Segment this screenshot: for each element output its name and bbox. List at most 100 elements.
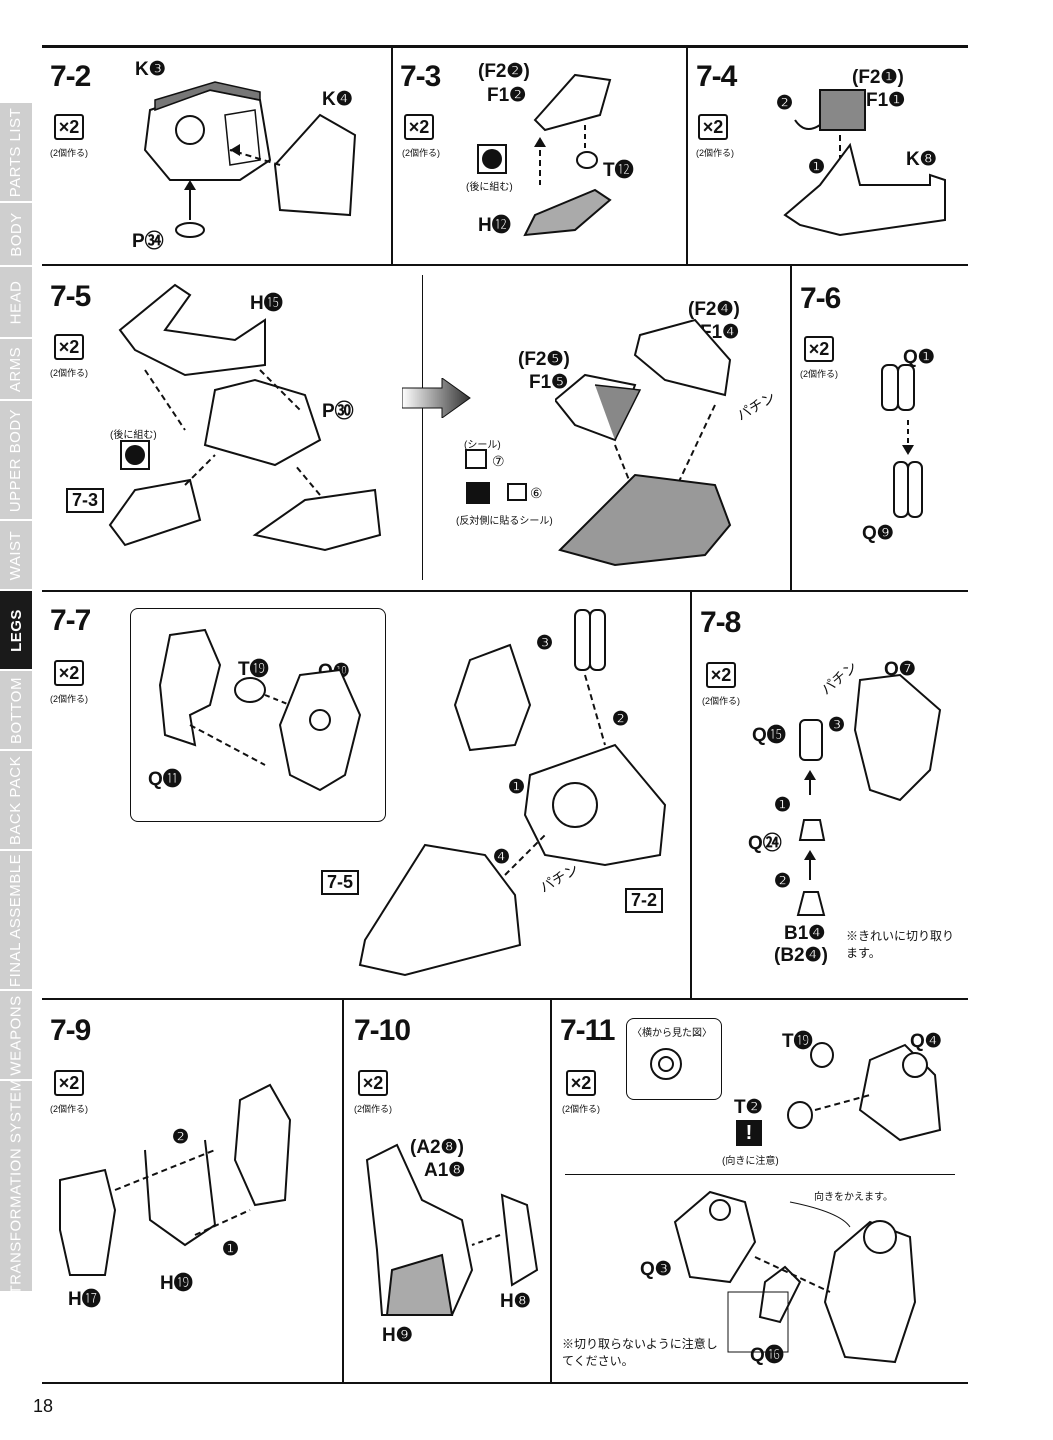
section-tab-bottom[interactable]: BOTTOM: [0, 671, 32, 751]
section-tab-body[interactable]: BODY: [0, 203, 32, 267]
next-step-arrow: [402, 378, 471, 418]
section-tab-back-pack[interactable]: BACK PACK: [0, 751, 32, 851]
multiplier-note: (2個作る): [50, 368, 88, 378]
divider: [391, 46, 393, 266]
multiplier-badge: ×2: [706, 662, 736, 688]
callout-number: ❷: [172, 1127, 190, 1148]
section-tab-arms[interactable]: ARMS: [0, 339, 32, 401]
part-label: T⓬: [603, 160, 634, 181]
multiplier-badge: ×2: [804, 336, 834, 362]
later-assembly-note: (後に組む): [466, 182, 513, 193]
callout-number: ❹: [493, 847, 511, 868]
divider: [686, 46, 688, 266]
page-number: 18: [33, 1396, 54, 1416]
callout-number: ❶: [808, 157, 826, 178]
part-label: F1❷: [487, 85, 527, 106]
side-view-box: [626, 1018, 722, 1100]
part-label: (F2❷): [478, 61, 530, 82]
part-label: H❾: [382, 1325, 413, 1346]
part-label: (F2❺): [518, 349, 570, 370]
section-tab-label: PARTS LIST: [7, 107, 25, 197]
caution-icon: !: [736, 1120, 762, 1146]
section-tab-label: BOTTOM: [7, 676, 25, 744]
top-rule: [42, 45, 968, 48]
step-title: 7-8: [700, 606, 741, 639]
sticker-number: ⑥: [530, 485, 543, 501]
multiplier-badge: ×2: [54, 334, 84, 360]
part-label: B1❹: [784, 923, 826, 944]
callout-number: ❶: [508, 777, 526, 798]
bottom-rule: [42, 1382, 968, 1384]
multiplier-badge: ×2: [54, 114, 84, 140]
section-tab-parts-list[interactable]: PARTS LIST: [0, 103, 32, 203]
detail-box: [130, 608, 386, 822]
later-assembly-icon: [477, 144, 507, 174]
part-illustration: [796, 673, 942, 916]
side-view-icon: [650, 1048, 682, 1080]
part-label: Q⓰: [750, 1345, 784, 1366]
row1-bottom-rule: [42, 264, 968, 266]
row2-bottom-rule: [42, 590, 968, 592]
multiplier-badge: ×2: [54, 660, 84, 686]
part-illustration: [881, 364, 923, 518]
part-illustration: [108, 283, 382, 552]
part-label: Q❾: [862, 523, 894, 544]
section-tab-waist[interactable]: WAIST: [0, 521, 32, 591]
part-label: (F2❶): [852, 67, 904, 88]
divider: [342, 998, 344, 1384]
multiplier-note: (2個作る): [562, 1104, 600, 1114]
step-title: 7-9: [50, 1014, 91, 1047]
section-tab-head[interactable]: HEAD: [0, 267, 32, 339]
part-label: F1❺: [529, 372, 569, 393]
part-label: Q⓫: [148, 769, 182, 790]
sticker-icon: [465, 449, 527, 504]
rotate-note: 向きをかえます。: [814, 1192, 893, 1203]
part-label: (F2❹): [688, 299, 740, 320]
multiplier-note: (2個作る): [696, 148, 734, 158]
callout-number: ❷: [776, 93, 794, 114]
part-label: F1❶: [866, 90, 906, 111]
callout-number: ❸: [828, 715, 846, 736]
section-tab-transformation-system[interactable]: TRANSFORMATION SYSTEM: [0, 1078, 32, 1294]
step-title: 7-11: [560, 1014, 615, 1047]
cut-cleanly-note: ※きれいに切り取ります。: [846, 929, 955, 960]
part-illustration: [59, 1083, 292, 1276]
step-title: 7-4: [696, 60, 737, 93]
step-title: 7-10: [354, 1014, 411, 1047]
section-tab-upper-body[interactable]: UPPER BODY: [0, 401, 32, 521]
part-label: K❽: [906, 149, 937, 170]
multiplier-badge: ×2: [54, 1070, 84, 1096]
part-label: Q❸: [640, 1259, 672, 1280]
section-tab-label: LEGS: [7, 608, 25, 652]
section-tab-label: HEAD: [7, 280, 25, 324]
section-tab-label: WAIST: [7, 530, 25, 580]
part-label: H❽: [500, 1291, 531, 1312]
section-tab-weapons[interactable]: WEAPONS: [0, 991, 32, 1081]
multiplier-badge: ×2: [404, 114, 434, 140]
step-reference: 7-3: [66, 488, 105, 513]
section-tab-legs[interactable]: LEGS: [0, 591, 32, 671]
multiplier-note: (2個作る): [702, 696, 740, 706]
callout-number: ❷: [774, 871, 792, 892]
part-label: H⓬: [478, 215, 511, 236]
part-label: H⓳: [160, 1273, 193, 1294]
caution-note: (向きに注意): [722, 1156, 779, 1167]
multiplier-note: (2個作る): [800, 369, 838, 379]
part-illustration: [783, 89, 946, 237]
callout-number: ❶: [222, 1239, 240, 1260]
section-rule: [565, 1174, 955, 1175]
section-tab-label: FINAL ASSEMBLE: [7, 853, 25, 987]
part-label: Q❹: [910, 1031, 942, 1052]
part-label: K❸: [135, 59, 166, 80]
multiplier-note: (2個作る): [402, 148, 440, 158]
sticker-number: ⑦: [492, 453, 505, 469]
multiplier-note: (2個作る): [50, 148, 88, 158]
part-label: H⓯: [250, 293, 283, 314]
multiplier-note: (2個作る): [50, 694, 88, 704]
part-label: A1❽: [424, 1160, 466, 1181]
section-tab-final-assemble[interactable]: FINAL ASSEMBLE: [0, 851, 32, 991]
part-label: T⓳: [782, 1031, 813, 1052]
divider: [550, 998, 552, 1384]
divider: [790, 264, 792, 592]
